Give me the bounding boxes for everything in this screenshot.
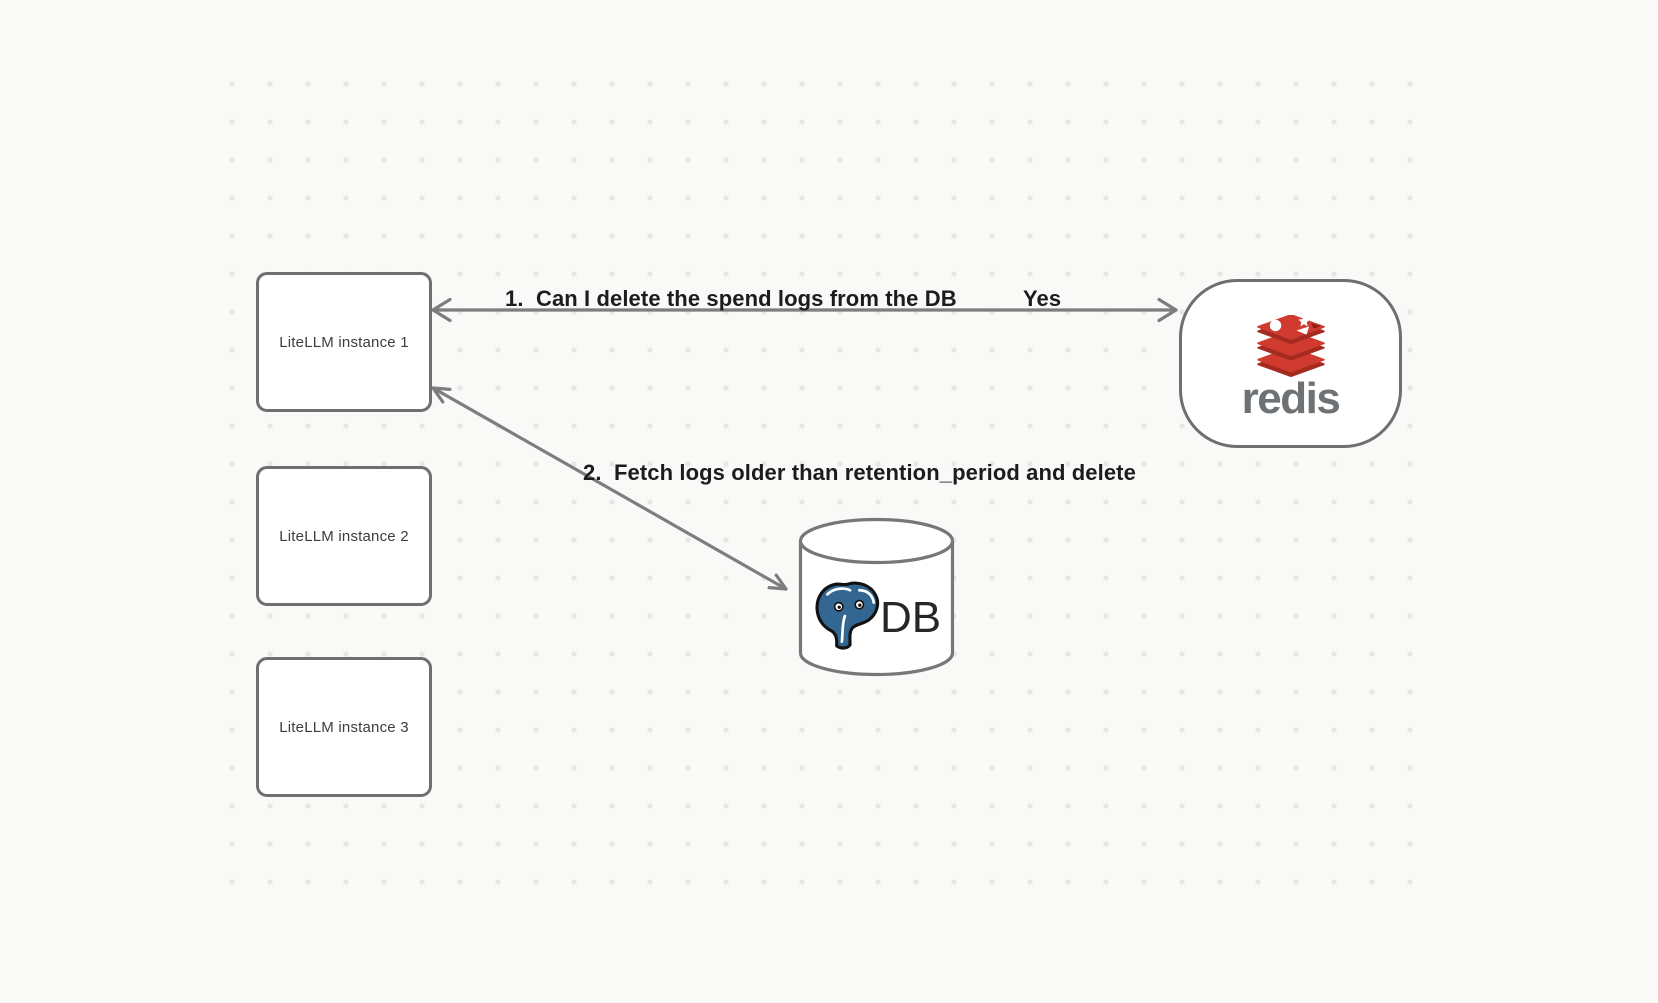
- arrow-instance1-db[interactable]: [431, 386, 788, 591]
- arrow-instance1-redis[interactable]: [431, 297, 1178, 323]
- node-label: LiteLLM instance 1: [279, 333, 409, 351]
- postgres-elephant-icon: [815, 581, 880, 650]
- edge-label-step1: 1. Can I delete the spend logs from the …: [505, 286, 957, 311]
- edge-label-step2: 2. Fetch logs older than retention_perio…: [583, 460, 1136, 485]
- node-litellm-instance-2[interactable]: LiteLLM instance 2: [256, 466, 432, 606]
- node-label: LiteLLM instance 2: [279, 527, 409, 545]
- node-litellm-instance-3[interactable]: LiteLLM instance 3: [256, 657, 432, 797]
- node-label: LiteLLM instance 3: [279, 718, 409, 736]
- redis-logo-icon: [1256, 315, 1325, 377]
- node-redis[interactable]: redis: [1179, 279, 1402, 448]
- redis-wordmark: redis: [1241, 374, 1341, 423]
- edge-label-step1-answer: Yes: [1023, 286, 1062, 311]
- db-node-label: DB: [880, 593, 942, 642]
- node-db[interactable]: DB: [798, 517, 955, 677]
- node-litellm-instance-1[interactable]: LiteLLM instance 1: [256, 272, 432, 412]
